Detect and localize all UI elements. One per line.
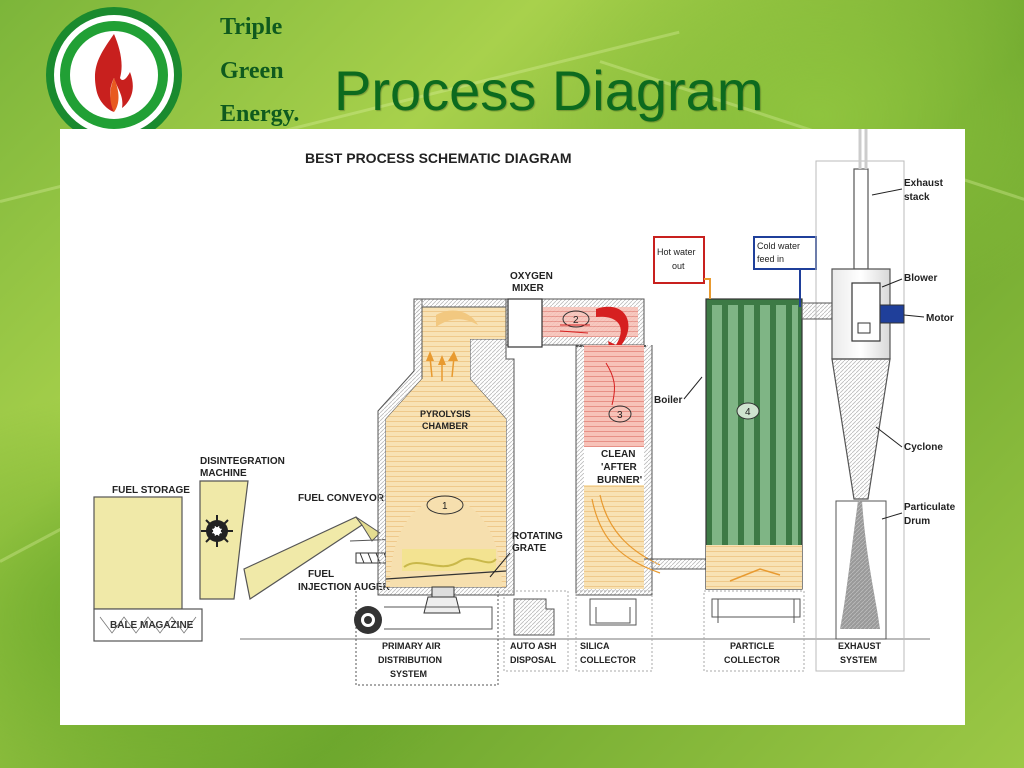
disintegration-label: DISINTEGRATION xyxy=(200,456,285,467)
silica-collector xyxy=(575,590,653,672)
particle-collector xyxy=(703,590,805,672)
fuel-conveyor-label: FUEL CONVEYOR xyxy=(298,493,385,504)
fuel-storage xyxy=(93,496,203,642)
auto-ash-label: AUTO ASH xyxy=(510,641,557,651)
rotating-grate-label: ROTATING xyxy=(512,531,563,542)
boiler xyxy=(644,298,803,590)
flame-logo-icon xyxy=(46,7,182,143)
fuel-storage-label: FUEL STORAGE xyxy=(112,485,190,496)
cyclone-label: Cyclone xyxy=(904,442,943,453)
pyrolysis-label: CHAMBER xyxy=(422,421,468,431)
diagram-heading: BEST PROCESS SCHEMATIC DIAGRAM xyxy=(305,150,572,166)
after-burner xyxy=(575,345,661,596)
boiler-label: Boiler xyxy=(654,395,682,406)
particle-collector-label: PARTICLE xyxy=(730,641,774,651)
diagram-panel: BEST PROCESS SCHEMATIC DIAGRAM FUEL STOR… xyxy=(60,129,965,725)
particle-collector-label: COLLECTOR xyxy=(724,655,780,665)
primary-air-system xyxy=(354,591,499,686)
disintegration-machine xyxy=(199,480,249,600)
fuel-injection-label: INJECTION AUGER xyxy=(298,582,391,593)
rotating-grate-label: GRATE xyxy=(512,543,547,554)
cold-water-label: feed in xyxy=(757,254,784,264)
exhaust-system-label: EXHAUST xyxy=(838,641,882,651)
stage-number: 4 xyxy=(745,407,751,418)
hot-water-box xyxy=(653,236,705,284)
silica-collector-label: SILICA xyxy=(580,641,610,651)
auto-ash-disposal xyxy=(503,590,569,672)
hot-water-label: Hot water xyxy=(657,247,696,257)
brand-name-line: Energy. xyxy=(220,101,300,127)
clean-after-burner-label: BURNER' xyxy=(597,475,642,486)
bale-magazine-label: BALE MAGAZINE xyxy=(110,620,194,631)
primary-air-label: DISTRIBUTION xyxy=(378,655,442,665)
pyrolysis-chamber xyxy=(377,298,515,614)
primary-air-label: PRIMARY AIR xyxy=(382,641,441,651)
particulate-drum-label: Drum xyxy=(904,516,930,527)
clean-after-burner-label: CLEAN xyxy=(601,449,635,460)
exhaust-stack-label: stack xyxy=(904,192,930,203)
auto-ash-label: DISPOSAL xyxy=(510,655,557,665)
particulate-drum-label: Particulate xyxy=(904,502,956,513)
oxygen-mixer-label: MIXER xyxy=(512,283,544,294)
stage-number: 2 xyxy=(573,315,579,326)
exhaust-system-label: SYSTEM xyxy=(840,655,877,665)
brand-name-line: Green xyxy=(220,58,284,84)
primary-air-label: SYSTEM xyxy=(390,669,427,679)
exhaust-stack-label: Exhaust xyxy=(904,178,944,189)
cold-water-label: Cold water xyxy=(757,241,800,251)
motor-label: Motor xyxy=(926,313,954,324)
disintegration-label: MACHINE xyxy=(200,468,247,479)
page-title: Process Diagram xyxy=(334,59,764,122)
fuel-injection-label: FUEL xyxy=(308,569,334,580)
stage-number: 1 xyxy=(442,501,448,512)
process-schematic: BEST PROCESS SCHEMATIC DIAGRAM FUEL STOR… xyxy=(93,129,956,686)
oxygen-mixer-label: OXYGEN xyxy=(510,271,553,282)
blower-label: Blower xyxy=(904,273,937,284)
hot-water-label: out xyxy=(672,261,685,271)
clean-after-burner-label: 'AFTER xyxy=(601,462,637,473)
pyrolysis-label: PYROLYSIS xyxy=(420,409,471,419)
stage-number: 3 xyxy=(617,410,623,421)
silica-collector-label: COLLECTOR xyxy=(580,655,636,665)
brand-name-line: Triple xyxy=(220,14,283,40)
exhaust-system xyxy=(801,129,905,672)
